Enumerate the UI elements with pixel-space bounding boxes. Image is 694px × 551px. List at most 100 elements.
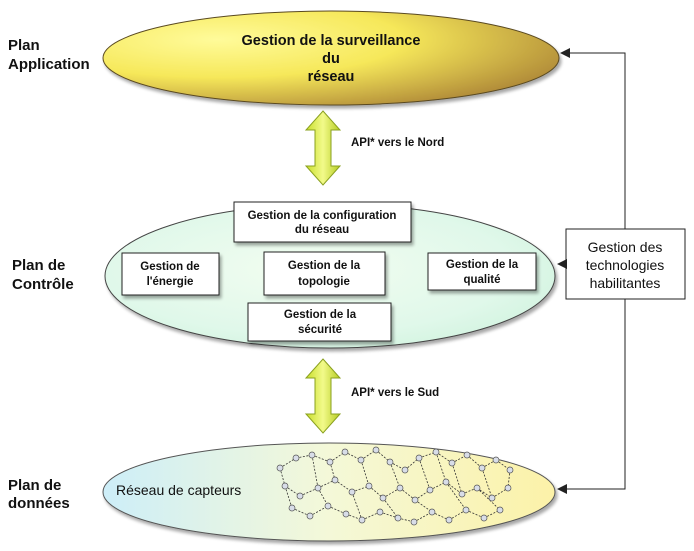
box-securite: Gestion de la sécurité: [247, 302, 392, 342]
sensor-node: [492, 456, 500, 464]
box-energie-line1: Gestion de: [140, 261, 199, 273]
sensor-node: [396, 484, 404, 492]
sensor-node: [358, 516, 366, 524]
sensor-network-icon: [276, 446, 514, 526]
api-south-label: API* vers le Sud: [351, 387, 439, 399]
sensor-node: [445, 516, 453, 524]
box-securite-line2: sécurité: [298, 324, 342, 336]
sensor-node: [411, 496, 419, 504]
sensor-node: [480, 514, 488, 522]
sensor-link: [284, 485, 293, 509]
plane-label-control-line1: Plan de: [12, 257, 65, 274]
box-topologie-line1: Gestion de la: [288, 260, 361, 272]
plane-label-data-line2: données: [8, 495, 70, 512]
plane-label-application: Plan Application: [8, 37, 90, 73]
side-box: Gestion des technologies habilitantes: [565, 228, 686, 300]
sensor-node: [296, 492, 304, 500]
sensor-node: [314, 484, 322, 492]
sensor-node: [331, 476, 339, 484]
sensor-link: [389, 461, 401, 489]
application-ellipse-line1: Gestion de la surveillance: [242, 33, 421, 49]
sensor-node: [357, 456, 365, 464]
connector-to-data: [557, 299, 626, 494]
sensor-node: [342, 510, 350, 518]
box-energie: Gestion de l'énergie: [121, 252, 220, 296]
application-ellipse-line2: du: [322, 51, 340, 67]
box-qualite-line2: qualité: [463, 274, 500, 286]
sensor-node: [386, 458, 394, 466]
connector-to-application: [560, 48, 626, 229]
sensor-node: [365, 482, 373, 490]
sensor-node: [442, 478, 450, 486]
sensor-node: [506, 466, 514, 474]
sensor-node: [401, 466, 409, 474]
sensor-node: [348, 488, 356, 496]
sensor-node: [379, 494, 387, 502]
box-topologie-line2: topologie: [298, 276, 350, 288]
sensor-node: [415, 454, 423, 462]
sensor-node: [478, 464, 486, 472]
sensor-link: [418, 457, 431, 491]
sensor-node: [426, 486, 434, 494]
box-configuration-line1: Gestion de la configuration: [248, 210, 397, 222]
plane-label-data-line1: Plan de: [8, 477, 61, 494]
sensor-node: [410, 518, 418, 526]
data-plane-ellipse: Réseau de capteurs: [102, 442, 556, 542]
sensor-node: [376, 508, 384, 516]
box-topologie: Gestion de la topologie: [263, 251, 386, 296]
sensor-link: [476, 487, 501, 511]
sensor-node: [504, 484, 512, 492]
side-box-line2: technologies: [586, 257, 665, 273]
sensor-link: [397, 517, 415, 523]
sensor-node: [428, 508, 436, 516]
box-energie-line2: l'énergie: [147, 276, 194, 288]
api-north-label: API* vers le Nord: [351, 137, 444, 149]
plane-label-data: Plan de données: [8, 477, 70, 512]
sensor-node: [324, 502, 332, 510]
sensor-node: [448, 459, 456, 467]
sensor-node: [308, 451, 316, 459]
box-configuration-line2: du réseau: [295, 224, 349, 236]
sensor-node: [432, 448, 440, 456]
plane-label-control: Plan de Contrôle: [12, 257, 74, 293]
sensor-link: [481, 467, 493, 499]
sensor-node: [462, 506, 470, 514]
box-qualite-line1: Gestion de la: [446, 259, 519, 271]
box-configuration: Gestion de la configuration du réseau: [233, 201, 412, 243]
box-qualite: Gestion de la qualité: [427, 252, 537, 291]
application-ellipse-shape: [102, 10, 560, 106]
double-arrow-north-icon: [304, 110, 342, 186]
sensor-link: [461, 487, 478, 495]
sensor-node: [394, 514, 402, 522]
sensor-node: [458, 490, 466, 498]
sensor-node: [292, 454, 300, 462]
sensor-node: [276, 464, 284, 472]
plane-label-application-line2: Application: [8, 56, 90, 73]
sensor-node: [281, 482, 289, 490]
data-ellipse-label: Réseau de capteurs: [116, 482, 241, 498]
sensor-node: [341, 448, 349, 456]
sensor-node: [463, 451, 471, 459]
application-plane-ellipse: Gestion de la surveillance du réseau: [102, 10, 560, 106]
sensor-link: [295, 454, 313, 459]
sensor-node: [372, 446, 380, 454]
sensor-link: [435, 451, 447, 483]
sensor-link: [382, 497, 399, 519]
side-box-line1: Gestion des: [588, 239, 663, 255]
plane-label-application-line1: Plan: [8, 37, 40, 54]
box-securite-line1: Gestion de la: [284, 309, 357, 321]
sensor-node: [488, 494, 496, 502]
application-ellipse-line3: réseau: [308, 69, 355, 85]
sensor-node: [288, 504, 296, 512]
double-arrow-south-icon: [304, 358, 342, 434]
sensor-link: [351, 491, 363, 521]
sensor-node: [306, 512, 314, 520]
plane-label-control-line2: Contrôle: [12, 276, 74, 293]
sensor-link: [445, 481, 467, 511]
side-box-line3: habilitantes: [590, 275, 661, 291]
sensor-link: [481, 459, 497, 469]
sensor-node: [473, 484, 481, 492]
sensor-link: [451, 462, 463, 495]
sensor-node: [496, 506, 504, 514]
